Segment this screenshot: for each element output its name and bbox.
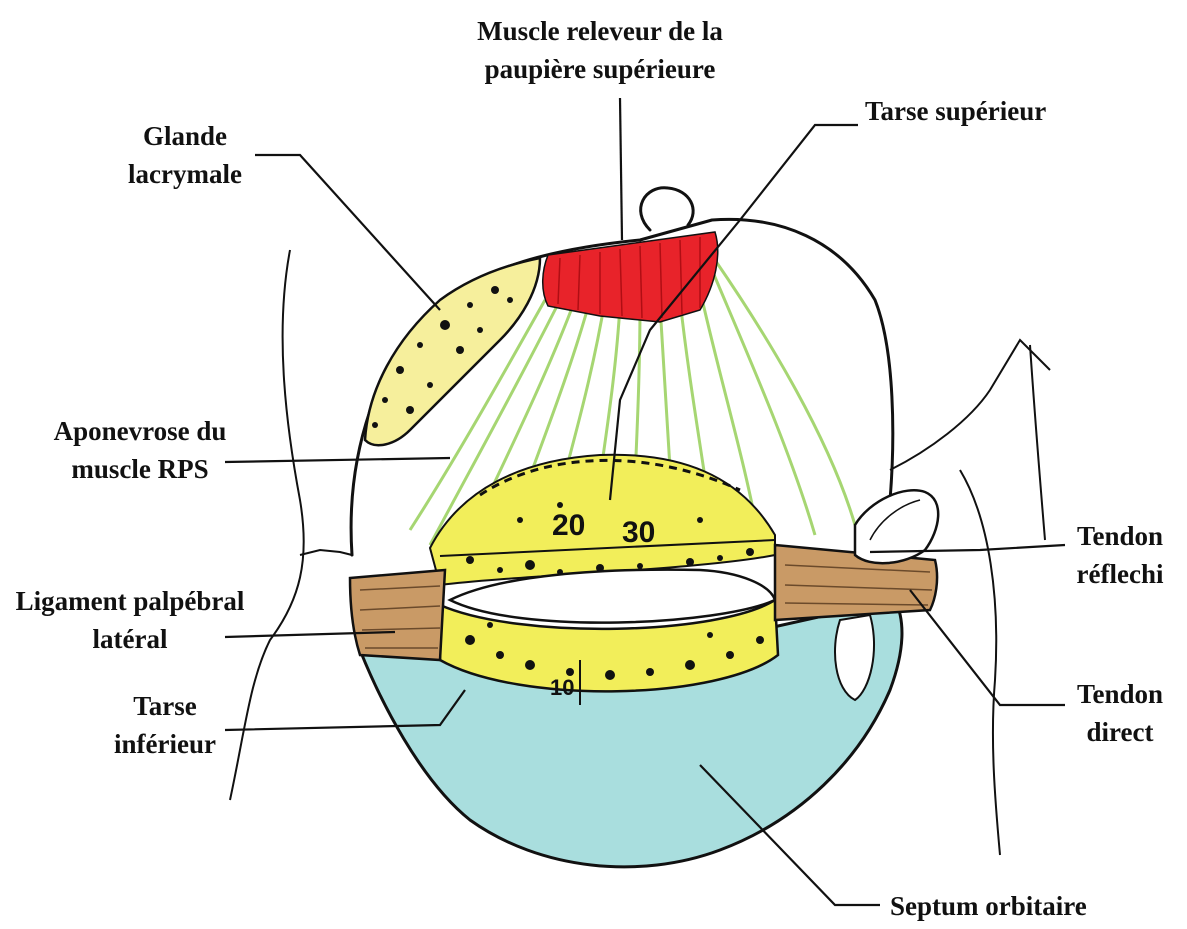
leader-levator <box>620 98 622 240</box>
label-septum-orbitaire: Septum orbitaire <box>890 891 1087 921</box>
label-tarse-superieur: Tarse supérieur <box>865 96 1046 126</box>
label-tendon-direct-line2: direct <box>1087 717 1154 747</box>
right-orbit-inner-outline <box>1030 345 1045 540</box>
label-tendon-reflechi-line2: réflechi <box>1077 559 1164 589</box>
upper-tarsus-mark-30: 30 <box>622 516 655 549</box>
label-glande-line1: Glande <box>143 121 227 151</box>
upper-tarsus-mark-20: 20 <box>552 509 585 542</box>
lacrimal-gland <box>365 258 540 445</box>
label-aponevrose-line2: muscle RPS <box>71 454 208 484</box>
lateral-ligament <box>350 570 445 660</box>
label-levator-line1: Muscle releveur de la <box>477 16 723 46</box>
right-orbit-outline <box>890 340 1050 470</box>
label-tarse-inferieur-line1: Tarse <box>133 691 197 721</box>
label-ligament-line2: latéral <box>93 624 168 654</box>
label-aponevrose-line1: Aponevrose du <box>54 416 227 446</box>
left-orbit-outline <box>230 250 304 800</box>
top-knob-outline <box>641 188 693 230</box>
lower-tarsus-mark-10: 10 <box>550 675 574 700</box>
label-tendon-direct-line1: Tendon <box>1077 679 1163 709</box>
label-levator-line2: paupière supérieure <box>485 54 716 84</box>
label-ligament-line1: Ligament palpébral <box>16 586 245 616</box>
leader-glande <box>255 155 440 310</box>
leader-aponevrose <box>225 458 450 462</box>
levator-muscle <box>543 232 718 322</box>
label-tarse-inferieur-line2: inférieur <box>114 729 216 759</box>
left-orbit-bridge <box>300 550 352 555</box>
label-tendon-reflechi-line1: Tendon <box>1077 521 1163 551</box>
label-glande-line2: lacrymale <box>128 159 242 189</box>
leader-tendon-direct <box>910 590 1065 705</box>
